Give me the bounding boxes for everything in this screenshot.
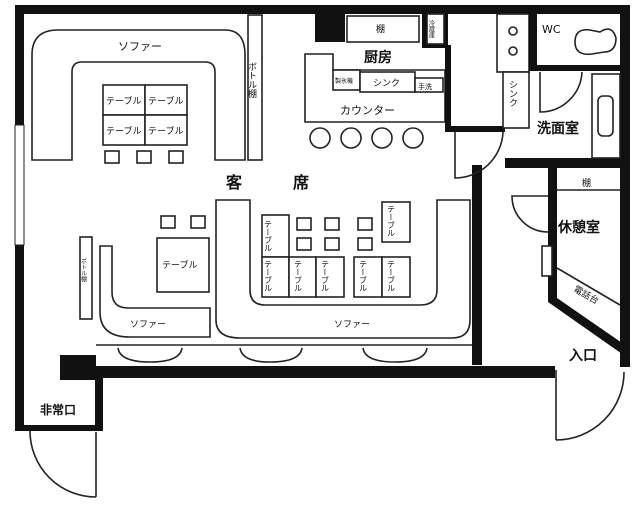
shelf <box>346 15 420 43</box>
bottle-shelf-label: ボトル棚 <box>246 62 257 99</box>
table-label: テーブル <box>387 260 396 292</box>
washroom-door[interactable] <box>539 71 583 113</box>
burner-icon <box>508 26 518 36</box>
wc-wall <box>529 12 537 68</box>
table-label: テーブル <box>264 220 273 252</box>
sofa-label: ソファー <box>130 320 166 330</box>
fridge-label: 冷蔵庫 <box>428 19 435 39</box>
stools-top <box>104 150 184 164</box>
kitchen-wall-bottom <box>445 126 505 132</box>
stove <box>496 13 530 73</box>
wc-label: WC <box>542 23 561 36</box>
table-label: テーブル <box>106 125 141 137</box>
sink-2-label: シンク <box>507 80 517 107</box>
seating-label-2: 席 <box>293 173 309 192</box>
east-wall-lower <box>620 345 630 367</box>
fridge <box>426 13 445 45</box>
hand-wash <box>414 77 444 93</box>
stool <box>160 215 176 229</box>
sink-label: シンク <box>373 78 400 89</box>
toilet-icon <box>574 28 617 56</box>
wall-pillar <box>60 355 96 380</box>
table-lower-left <box>156 237 210 293</box>
kitchen-pillar <box>315 12 345 42</box>
phone-stand-edge <box>556 267 621 306</box>
entrance-door-swing <box>555 371 625 441</box>
bench-seat <box>362 347 428 363</box>
washroom-label: 洗面室 <box>537 120 579 137</box>
bottle-shelf-top <box>247 14 263 161</box>
ice-maker-label: 製氷機 <box>335 77 353 85</box>
east-wall <box>620 5 630 367</box>
table-label: テーブル <box>162 259 197 271</box>
lounge-door-frame <box>541 245 553 277</box>
north-wall <box>15 5 630 14</box>
lounge-wall <box>548 168 557 298</box>
exit-door-swing <box>29 430 97 498</box>
wc-wall-bottom <box>529 65 624 71</box>
table-label: テーブル <box>148 125 183 137</box>
bottle-shelf-lower <box>79 236 93 320</box>
inner-wall <box>472 165 482 365</box>
table-label: テーブル <box>106 95 141 107</box>
tables-lower-right: テーブル テーブル テーブル テーブル テーブル テーブル テーブル <box>261 201 411 298</box>
table-label: テーブル <box>148 95 183 107</box>
phone-stand-label: 電話台 <box>572 283 601 307</box>
exit-wall-bottom <box>15 425 103 431</box>
table-label: テーブル <box>264 260 273 292</box>
washroom-wall <box>505 158 630 168</box>
lounge-shelf-label: 棚 <box>582 177 591 189</box>
shelf-label: 棚 <box>376 23 385 35</box>
sofa-lower-left <box>99 245 211 338</box>
window <box>14 124 25 246</box>
south-wall <box>60 366 555 378</box>
sofa-label: ソファー <box>334 320 370 330</box>
counter-stools <box>309 127 424 149</box>
table-label: テーブル <box>359 260 368 292</box>
bottle-shelf-label: ボトル棚 <box>80 258 87 283</box>
kitchen-wall <box>445 45 451 130</box>
sink-2 <box>502 71 530 129</box>
bench-seat <box>117 347 183 363</box>
burner-icon <box>508 46 518 56</box>
counter-label: カウンター <box>340 104 395 117</box>
kitchen-label: 厨房 <box>364 49 392 66</box>
lounge-door[interactable] <box>511 195 549 233</box>
table-label: テーブル <box>387 205 396 237</box>
table-group-top: テーブル テーブル テーブル テーブル <box>102 84 188 146</box>
sofa-label: ソファー <box>118 40 162 53</box>
entrance-label: 入口 <box>569 348 597 364</box>
table-label: テーブル <box>321 260 330 292</box>
table-label: テーブル <box>294 260 303 292</box>
emergency-exit-label: 非常口 <box>40 402 76 417</box>
exit-wall <box>95 378 103 430</box>
hand-wash-label: 手洗 <box>418 82 432 91</box>
sofa-top <box>31 29 246 161</box>
bathtub-basin <box>597 95 614 137</box>
stool <box>190 215 206 229</box>
sofa-lower-right <box>215 199 471 339</box>
bench-seat <box>239 347 303 363</box>
kitchen-door[interactable] <box>454 131 504 179</box>
seating-label-1: 客 <box>226 173 243 192</box>
stools-lower-right <box>296 217 373 251</box>
lounge-label: 休憩室 <box>557 219 600 236</box>
lounge-diagonal-wall <box>548 295 625 356</box>
